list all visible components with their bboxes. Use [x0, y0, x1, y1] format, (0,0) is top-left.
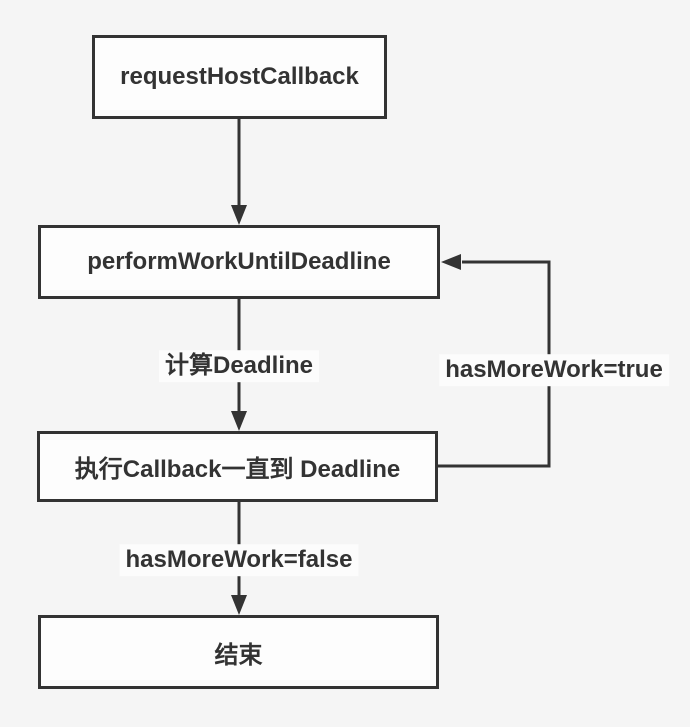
edge-label-calc-deadline: 计算Deadline [158, 350, 320, 382]
node-end: 结束 [38, 615, 439, 689]
edge-label-has-more-work-false: hasMoreWork=false [119, 544, 359, 576]
node-perform-work-until-deadline: performWorkUntilDeadline [38, 225, 440, 299]
arrow-request-to-perform [231, 119, 247, 225]
node-exec-callback-until-deadline: 执行Callback一直到 Deadline [37, 431, 438, 502]
edge-label-has-more-work-true: hasMoreWork=true [439, 354, 669, 386]
node-request-host-callback: requestHostCallback [92, 35, 387, 119]
